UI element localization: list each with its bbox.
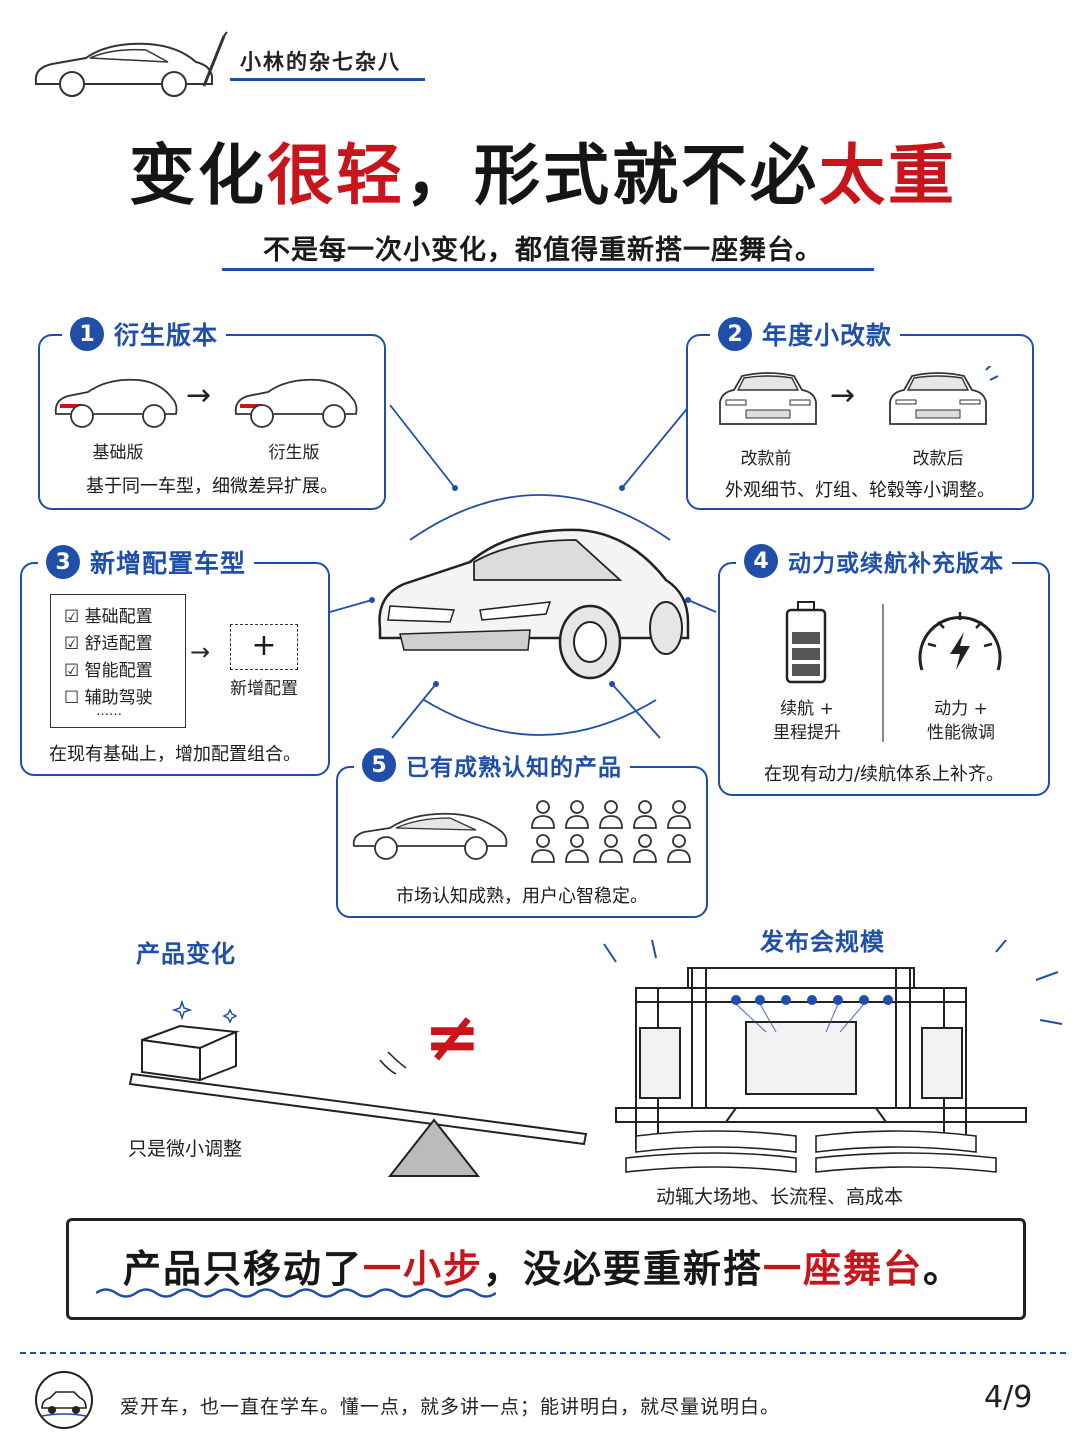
card-title: 动力或续航补充版本	[788, 551, 1004, 577]
card-number-badge: 4	[744, 544, 778, 578]
wavy-underline	[96, 1288, 496, 1298]
subtitle-underline	[222, 268, 874, 271]
caption-add-config: 新增配置	[230, 679, 298, 699]
range-label-2: 里程提升	[773, 723, 841, 743]
arrow-right-icon: →	[190, 638, 211, 666]
card-new-trim: 3 新增配置车型 ☑ 基础配置 ☑ 舒适配置 ☑ 智能配置 ☐ 辅助驾驶 …… …	[20, 544, 330, 776]
card-number-badge: 5	[362, 748, 396, 782]
brand-name: 小林的杂七杂八	[240, 50, 401, 74]
checkbox-empty-icon: ☐	[64, 688, 85, 708]
card-title: 年度小改款	[762, 321, 893, 350]
card-description: 基于同一车型，细微差异扩展。	[86, 476, 338, 497]
checklist-item: ☑ 舒适配置	[64, 634, 153, 654]
footer-motto: 爱开车，也一直在学车。懂一点，就多讲一点；能讲明白，就尽量说明白。	[120, 1396, 781, 1418]
stage-illustration	[603, 940, 1063, 1173]
power-label-1: 动力 +	[934, 699, 988, 719]
users-group-icon	[531, 800, 691, 863]
checkbox-checked-icon: ☑	[64, 607, 85, 627]
base-car-icon	[54, 378, 178, 428]
car-after-icon	[889, 366, 999, 425]
small-adjustment-caption: 只是微小调整	[128, 1138, 243, 1160]
card-title: 衍生版本	[114, 321, 219, 350]
card-title: 已有成熟认知的产品	[406, 755, 622, 781]
card-description: 在现有基础上，增加配置组合。	[49, 744, 301, 765]
card-title: 新增配置车型	[90, 549, 247, 578]
footer-divider	[20, 1352, 1066, 1354]
launch-scale-label: 发布会规模	[760, 928, 885, 956]
checklist-box	[50, 594, 186, 728]
not-equal-symbol: ≠	[424, 998, 481, 1077]
card-number-badge: 2	[718, 317, 752, 351]
card-number-badge: 1	[70, 317, 104, 351]
page-indicator: 4/9	[984, 1380, 1033, 1415]
card-derivative-version: 1 衍生版本 → 基础版 衍生版 基于同一车型，细微差异扩展。	[38, 316, 386, 510]
power-label-2: 性能微调	[927, 723, 995, 743]
gauge-lightning-icon	[918, 612, 1002, 671]
seesaw-illustration	[128, 999, 588, 1177]
card-description: 在现有动力/续航体系上补齐。	[763, 764, 1005, 785]
arrow-right-icon: →	[830, 378, 856, 413]
card-number-badge: 3	[46, 545, 80, 579]
center-car-icon	[378, 528, 690, 680]
card-description: 外观细节、灯组、轮毂等小调整。	[725, 480, 995, 501]
range-label-1: 续航 +	[780, 699, 834, 719]
card-description: 市场认知成熟，用户心智稳定。	[396, 886, 648, 907]
product-change-label: 产品变化	[136, 940, 236, 968]
conclusion-text: 产品只移动了一小步，没必要重新搭一座舞台。	[122, 1247, 964, 1291]
large-venue-caption: 动辄大场地、长流程、高成本	[656, 1186, 904, 1208]
caption-after: 改款后	[912, 449, 964, 469]
caption-before: 改款前	[740, 449, 792, 469]
car-before-icon	[719, 372, 817, 425]
add-config-box: +	[230, 624, 298, 670]
checkbox-checked-icon: ☑	[64, 634, 85, 654]
sedan-icon	[352, 812, 508, 860]
brand-underline	[230, 78, 425, 81]
checklist-ellipsis: ……	[96, 704, 122, 719]
arrow-right-icon: →	[186, 378, 212, 413]
card-mature-product: 5 已有成熟认知的产品 市场认知成熟，用户心智稳定。	[336, 748, 708, 918]
page-subtitle: 不是每一次小变化，都值得重新搭一座舞台。	[263, 235, 823, 266]
logo-car-icon	[34, 31, 228, 97]
avatar-car-icon	[35, 1371, 93, 1429]
checklist-item: ☐ 辅助驾驶	[64, 688, 153, 708]
derivative-car-icon	[234, 378, 358, 428]
page-title: 变化很轻，形式就不必太重	[129, 137, 957, 214]
checkbox-checked-icon: ☑	[64, 661, 85, 681]
checklist-item: ☑ 智能配置	[64, 661, 153, 681]
card-power-range-version: 4 动力或续航补充版本 续航 + 里程提升 动力 + 性能微调 在现有动力/续航…	[718, 544, 1050, 796]
checklist-item: ☑ 基础配置	[64, 607, 153, 627]
caption-base: 基础版	[92, 443, 144, 463]
divider	[882, 604, 884, 742]
card-annual-facelift: 2 年度小改款 → 改款前 改款后 外观细节、灯组、轮毂等小调整。	[686, 316, 1034, 510]
battery-icon	[785, 601, 827, 684]
caption-derivative: 衍生版	[268, 443, 320, 463]
conclusion-box	[66, 1218, 1026, 1320]
